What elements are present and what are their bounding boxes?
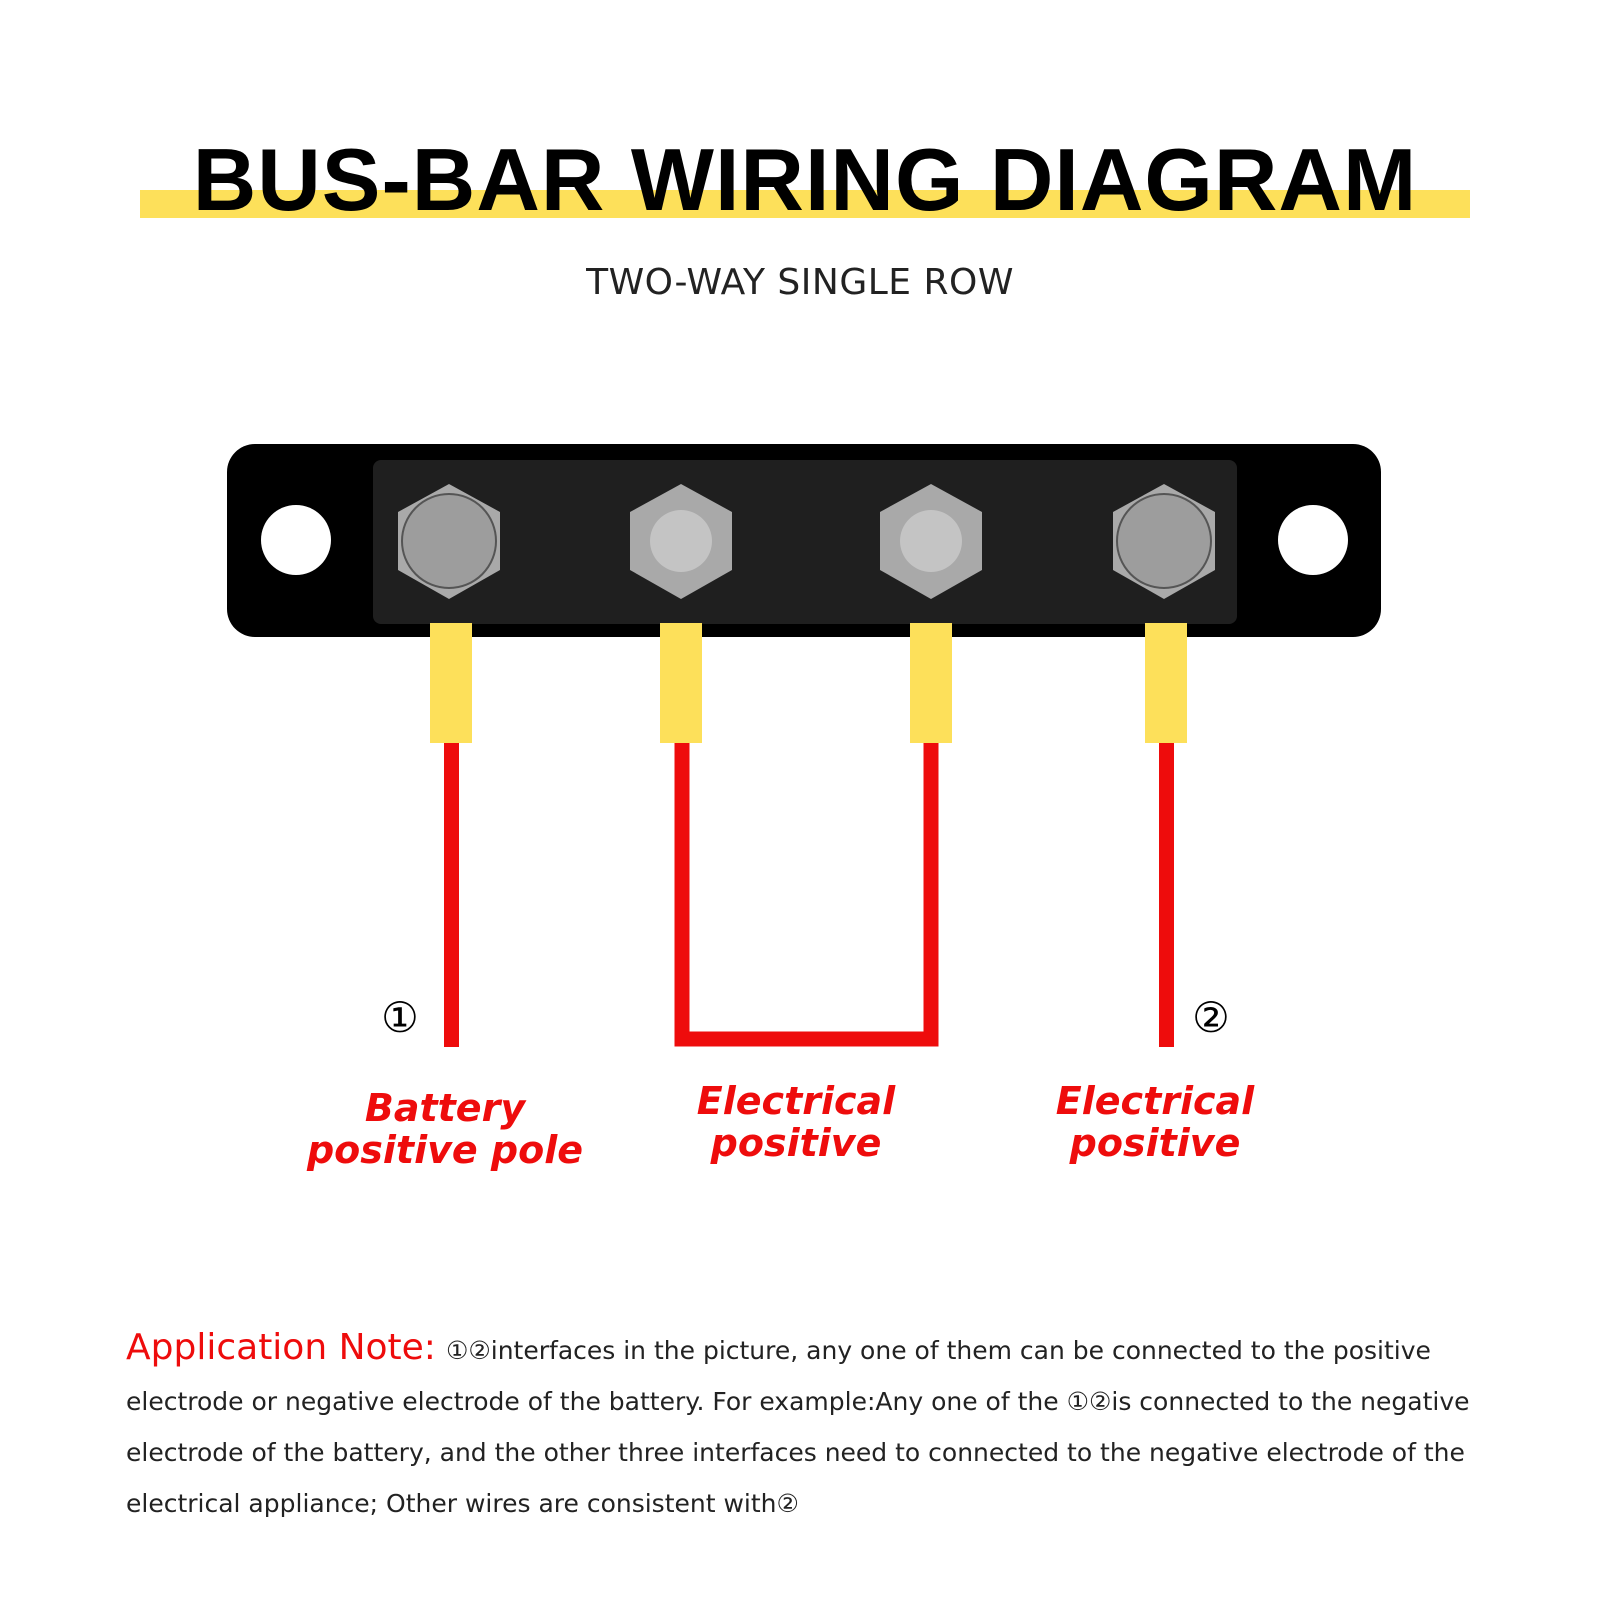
mounting-hole-right <box>1278 505 1348 575</box>
wire-loop <box>674 743 939 1047</box>
application-note-body: ①②interfaces in the picture, any one of … <box>126 1336 1470 1518</box>
busbar-insulator <box>373 460 1237 624</box>
label-middle-line-2: positive <box>710 1121 882 1165</box>
page-title: BUS-BAR WIRING DIAGRAM <box>192 130 1418 229</box>
label-electrical-positive-right: Electrical positive <box>1005 1080 1305 1164</box>
stud-2 <box>630 484 732 599</box>
stud-head-4 <box>1116 493 1212 589</box>
stud-1 <box>398 484 500 599</box>
marker-two: ② <box>1192 993 1230 1042</box>
label-battery-positive-pole: Battery positive pole <box>295 1087 595 1171</box>
application-note: Application Note:①②interfaces in the pic… <box>126 1322 1486 1529</box>
stud-head-1 <box>401 493 497 589</box>
terminal-1 <box>430 623 472 743</box>
terminal-3 <box>910 623 952 743</box>
label-right-line-2: positive <box>1069 1121 1241 1165</box>
terminal-4 <box>1145 623 1187 743</box>
stud-3 <box>880 484 982 599</box>
wire-1 <box>444 743 459 1047</box>
title-block: BUS-BAR WIRING DIAGRAM <box>140 130 1470 230</box>
marker-one: ① <box>381 993 419 1042</box>
subtitle: TWO-WAY SINGLE ROW <box>586 262 1014 303</box>
label-middle-line-1: Electrical <box>696 1079 896 1123</box>
application-note-heading: Application Note: <box>126 1327 436 1368</box>
title-highlight <box>140 190 1470 218</box>
wire-4 <box>1159 743 1174 1047</box>
label-right-line-1: Electrical <box>1055 1079 1255 1123</box>
stud-head-2 <box>650 510 712 572</box>
label-battery-line-1: Battery <box>364 1086 526 1130</box>
stud-head-3 <box>900 510 962 572</box>
label-electrical-positive-middle: Electrical positive <box>646 1080 946 1164</box>
terminal-2 <box>660 623 702 743</box>
mounting-hole-left <box>261 505 331 575</box>
label-battery-line-2: positive pole <box>306 1128 584 1172</box>
stud-4 <box>1113 484 1215 599</box>
